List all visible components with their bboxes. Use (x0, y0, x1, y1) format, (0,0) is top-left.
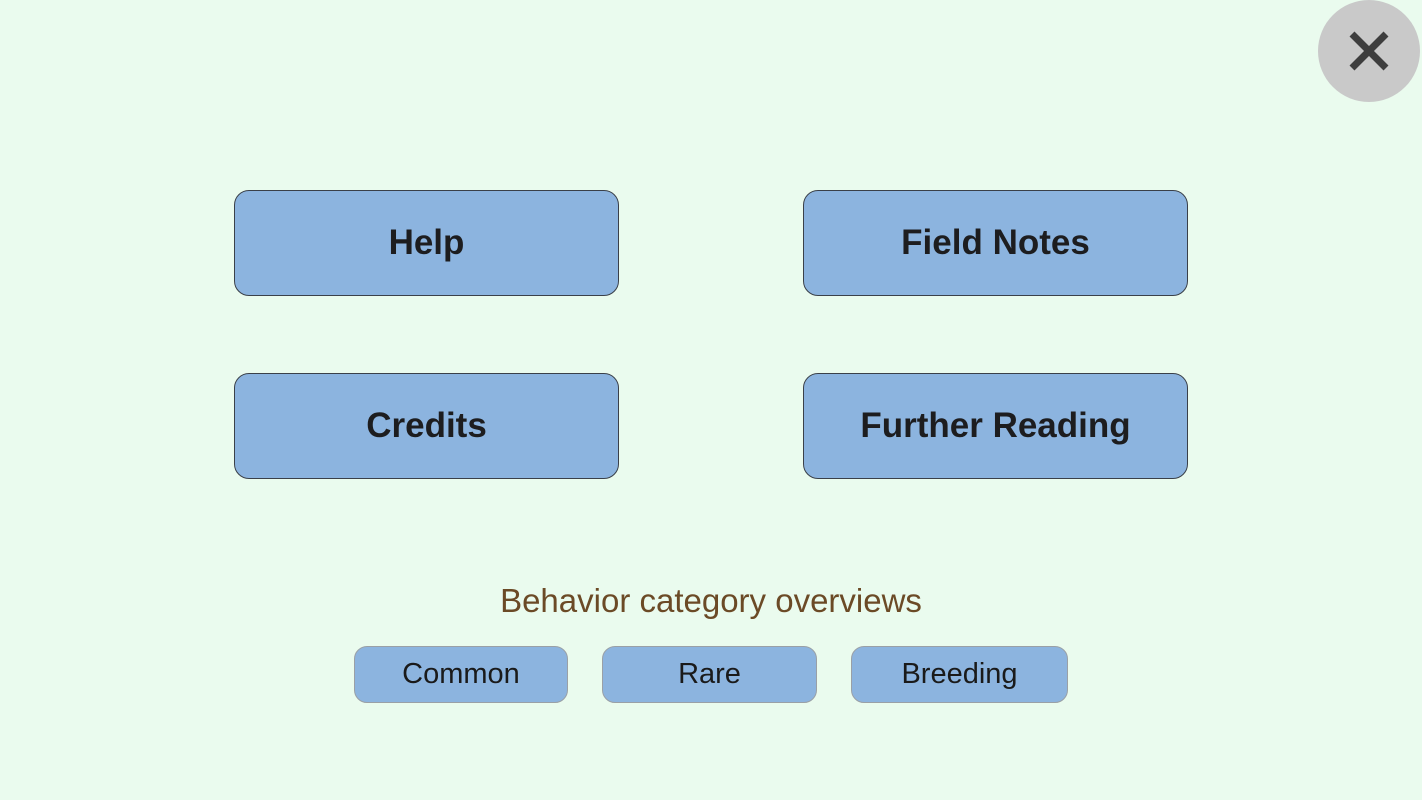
help-button[interactable]: Help (234, 190, 619, 296)
field-notes-button[interactable]: Field Notes (803, 190, 1188, 296)
close-button[interactable] (1318, 0, 1420, 102)
close-icon (1346, 28, 1392, 74)
breeding-category-button[interactable]: Breeding (851, 646, 1068, 703)
credits-button[interactable]: Credits (234, 373, 619, 479)
further-reading-button[interactable]: Further Reading (803, 373, 1188, 479)
rare-category-button[interactable]: Rare (602, 646, 817, 703)
common-category-button[interactable]: Common (354, 646, 568, 703)
behavior-category-overviews-heading: Behavior category overviews (500, 582, 922, 619)
category-button-row: Common Rare Breeding (0, 646, 1422, 703)
